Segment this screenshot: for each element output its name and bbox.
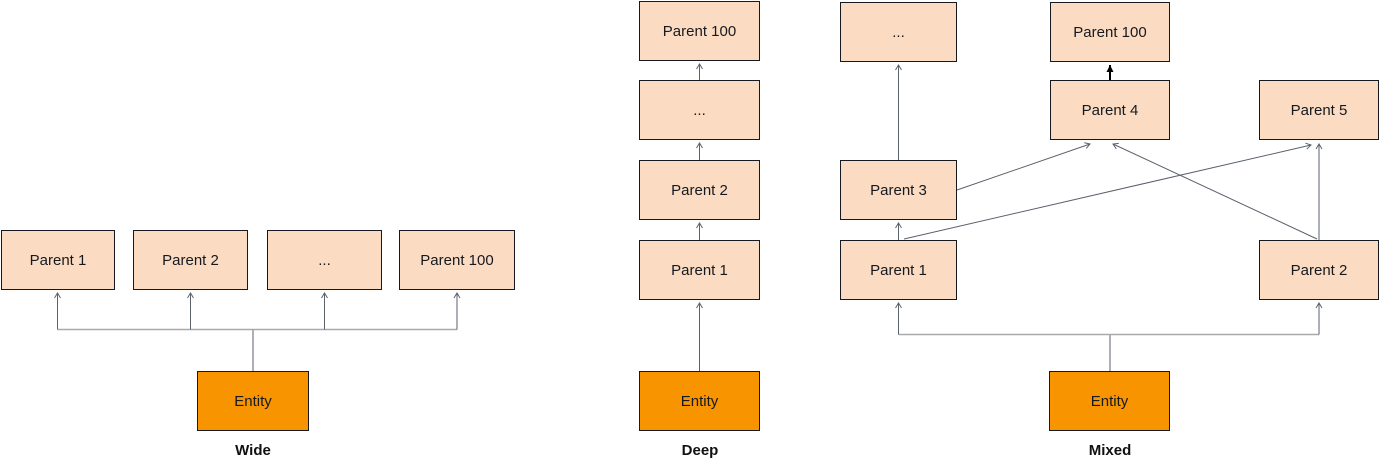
wide-caption: Wide (235, 442, 271, 459)
mixed-parent1-label: Parent 1 (870, 261, 927, 279)
deep-parent100-label: Parent 100 (662, 22, 737, 40)
mixed-parent2-label: Parent 2 (1290, 261, 1348, 279)
mixed-parent3-node: Parent 3 (840, 160, 957, 220)
deep-parent1-label: Parent 1 (671, 261, 728, 279)
deep-ellipsis-node: ... (639, 80, 760, 140)
wide-parent2-label: Parent 2 (162, 251, 219, 269)
deep-parent2-node: Parent 2 (639, 160, 760, 220)
deep-entity-label: Entity (680, 392, 719, 410)
deep-parent2-label: Parent 2 (671, 181, 728, 199)
wide-entity-label: Entity (234, 392, 272, 410)
deep-entity-node: Entity (639, 371, 760, 431)
mixed-parent5-label: Parent 5 (1290, 101, 1348, 119)
wide-parent100-node: Parent 100 (399, 230, 515, 290)
mixed-parent4-label: Parent 4 (1081, 101, 1139, 119)
mixed-entity-node: Entity (1049, 371, 1170, 431)
wide-parent1-node: Parent 1 (1, 230, 115, 290)
wide-parent100-label: Parent 100 (420, 251, 494, 269)
mixed-entity-label: Entity (1090, 392, 1129, 410)
mixed-caption: Mixed (1088, 442, 1132, 459)
mixed-parent100-label: Parent 100 (1073, 23, 1147, 41)
deep-ellipsis-label: ... (693, 101, 706, 119)
deep-parent1-node: Parent 1 (639, 240, 760, 300)
wide-edges (54, 292, 461, 371)
wide-ellipsis-node: ... (267, 230, 382, 290)
mixed-ellipsis-node: ... (840, 2, 957, 62)
mixed-ellipsis-label: ... (892, 23, 905, 41)
deep-parent100-node: Parent 100 (639, 1, 760, 61)
mixed-parent3-label: Parent 3 (870, 181, 927, 199)
wide-parent2-node: Parent 2 (133, 230, 248, 290)
mixed-parent4-node: Parent 4 (1050, 80, 1170, 140)
edge-mixed-parent3-parent4 (956, 142, 1091, 191)
edge-mixed-parent2-parent4 (1112, 142, 1318, 240)
wide-parent1-label: Parent 1 (29, 251, 87, 269)
wide-entity-node: Entity (197, 371, 309, 431)
mixed-parent5-node: Parent 5 (1259, 80, 1379, 140)
mixed-parent1-node: Parent 1 (840, 240, 957, 300)
deep-caption: Deep (681, 442, 719, 459)
mixed-parent100-node: Parent 100 (1050, 2, 1170, 62)
wide-ellipsis-label: ... (318, 251, 331, 269)
mixed-edges (895, 64, 1323, 371)
edge-mixed-parent1-parent5 (903, 142, 1312, 240)
mixed-parent2-node: Parent 2 (1259, 240, 1379, 300)
